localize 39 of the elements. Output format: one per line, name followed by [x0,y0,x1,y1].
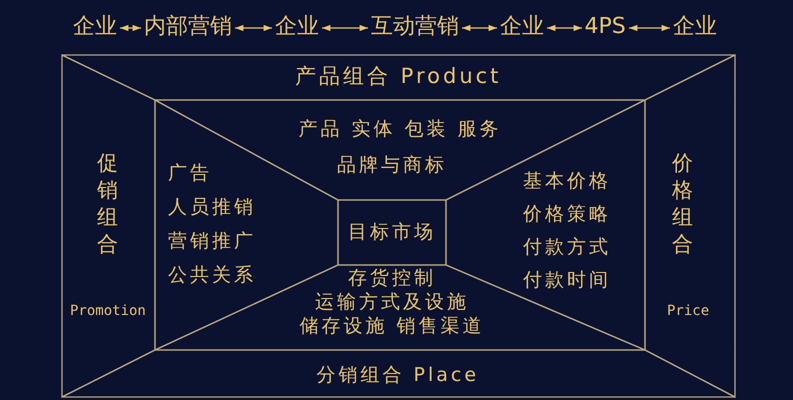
center-box [338,200,446,265]
trapezoid-panel [62,350,735,397]
double-arrow [120,24,141,32]
panel-text: 公共关系 [168,264,256,286]
panel-text: 产品组合 Product [295,65,502,87]
panel-text: 人员推销 [168,196,256,218]
double-arrow [235,24,272,32]
trapezoid-panel [155,265,645,350]
panel-text: 品牌与商标 [337,154,447,176]
trapezoid-panel [62,55,155,397]
panel-text: 促销组合 [97,150,119,258]
entity-label: 4PS [584,14,626,40]
panel-text: 付款时间 [523,269,611,291]
panel-text: 存货控制 [348,267,436,289]
entity-label: 企业 [275,14,319,40]
panel-text: 付款方式 [523,236,611,258]
panel-text: 产品 实体 包装 服务 [298,118,502,140]
panel-text: 价格策略 [523,203,611,225]
panel-text: 广告 [168,162,212,184]
panel-text: Price [667,302,710,321]
center-label: 目标市场 [348,221,436,243]
trapezoid-panel [645,55,735,397]
double-arrow [322,24,368,32]
entity-label: 互动营销 [371,14,459,40]
panel-text: 基本价格 [523,170,611,192]
panel-text: 运输方式及设施 [315,291,469,313]
entity-label: 企业 [73,14,117,40]
entity-label: 内部营销 [144,14,232,40]
panel-text: 分销组合 Place [316,364,480,386]
double-arrow [629,24,670,32]
trapezoid-panel [155,100,338,350]
panel-text: 储存设施 销售渠道 [300,315,485,337]
panel-text: 营销推广 [168,230,256,252]
panel-text: 价格组合 [672,150,694,258]
entity-label: 企业 [673,14,717,40]
double-arrow [462,24,497,32]
panel-text: Promotion [70,302,146,321]
double-arrow [547,24,582,32]
entity-label: 企业 [500,14,544,40]
